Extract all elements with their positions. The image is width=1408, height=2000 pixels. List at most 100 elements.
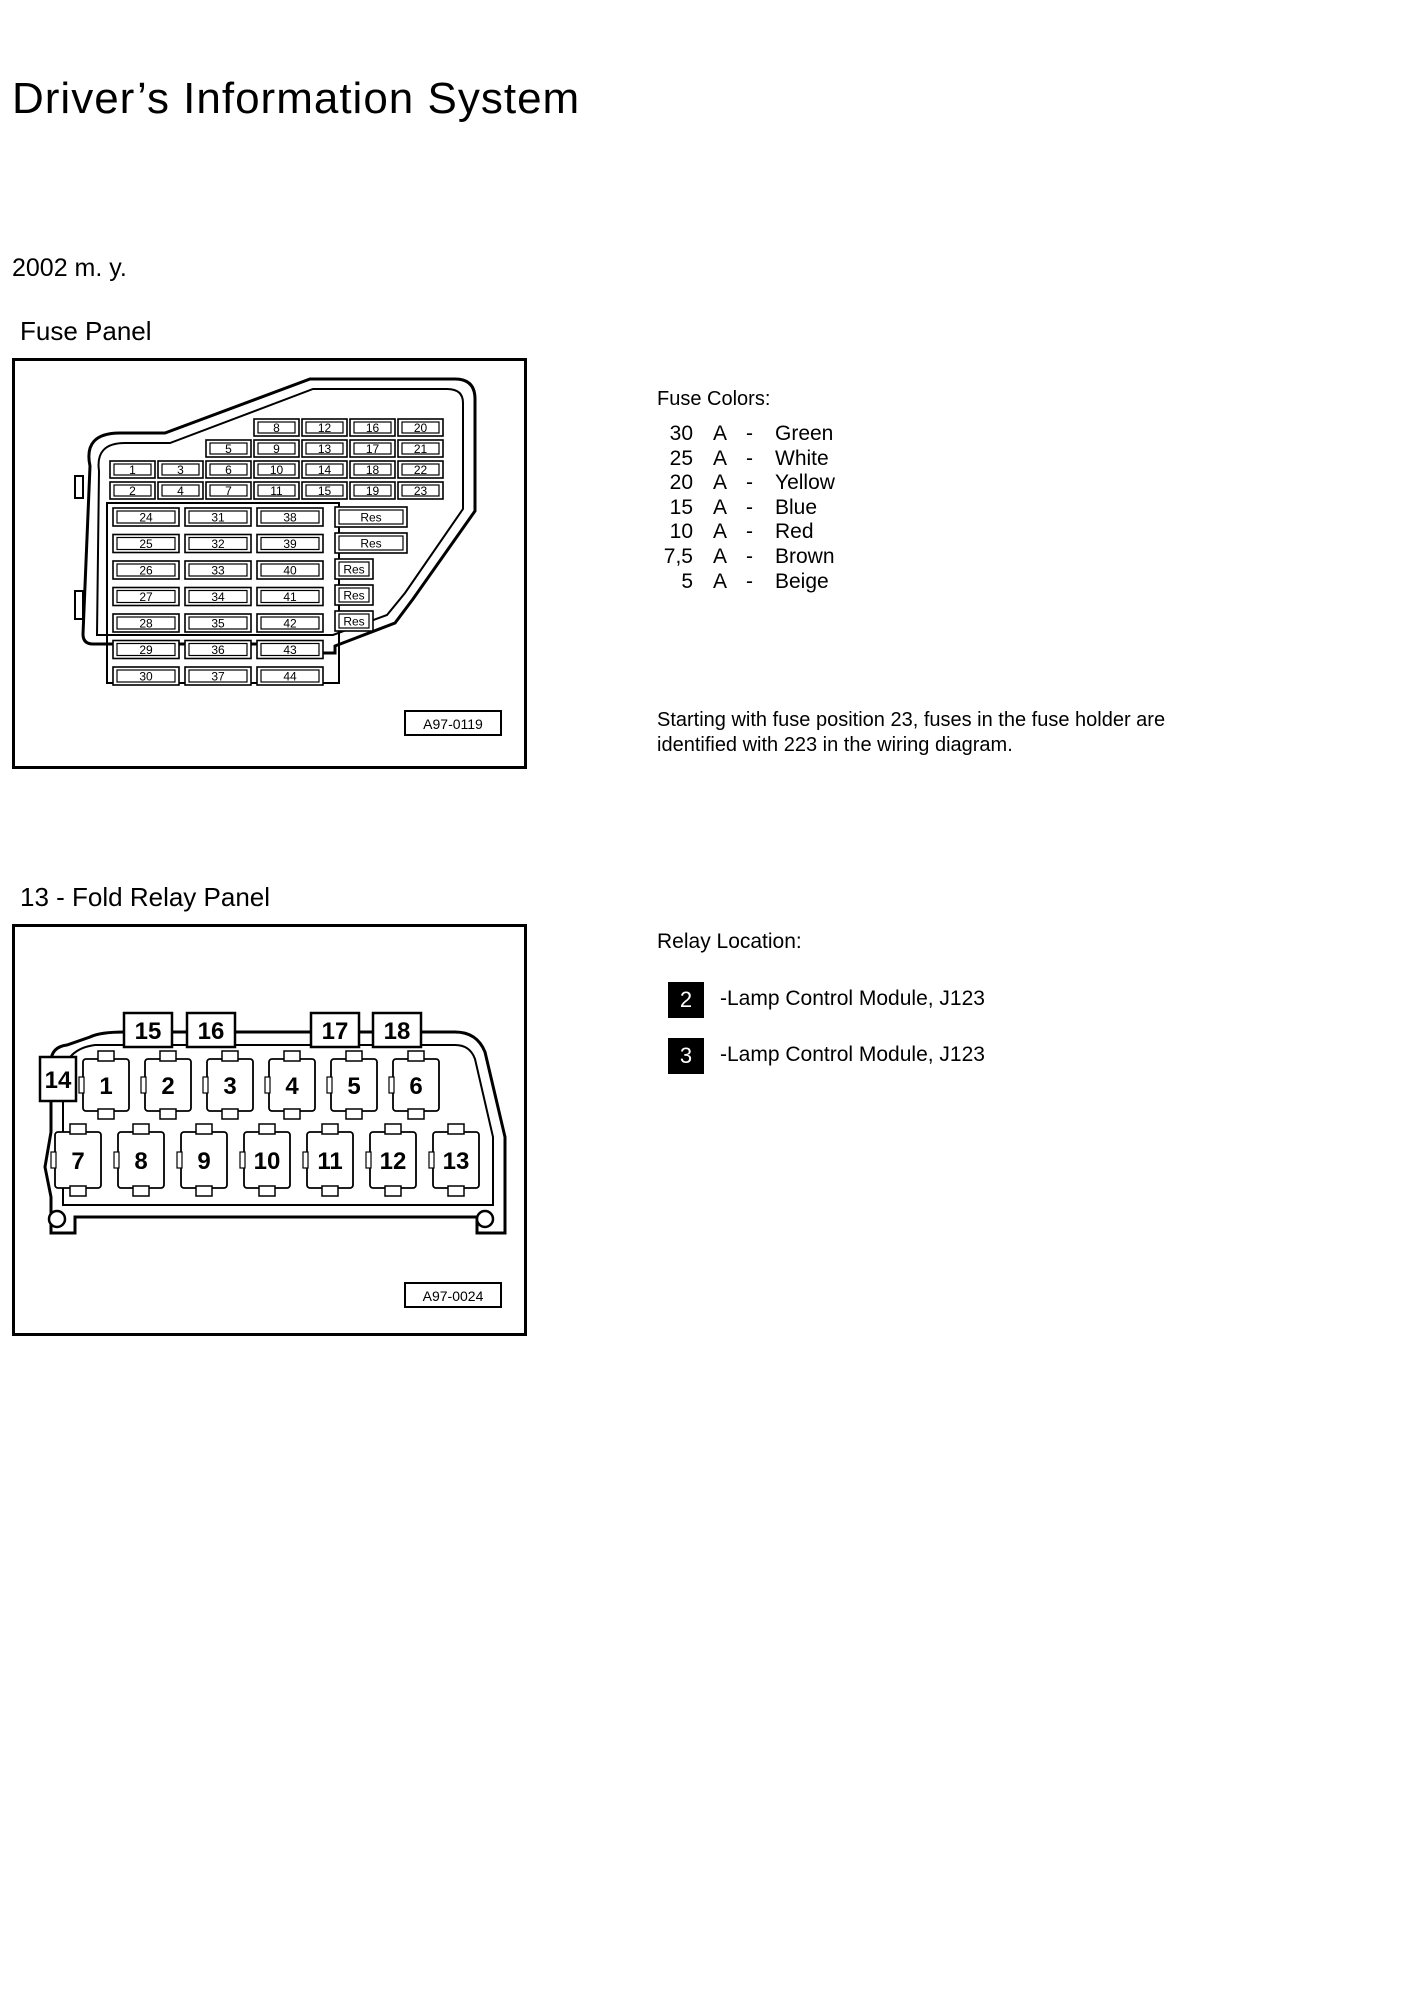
fuse-4: 4 — [157, 481, 204, 500]
fuse-37-label: 37 — [211, 670, 225, 684]
fuse-6-label: 6 — [225, 463, 232, 477]
fuse-8-label: 8 — [273, 421, 280, 435]
fuse-3: 3 — [157, 460, 204, 479]
fuse-34: 34 — [184, 586, 252, 607]
relay-tab-17-label: 17 — [322, 1018, 349, 1045]
fuse-12: 12 — [301, 418, 348, 437]
fuse-25-label: 25 — [139, 537, 153, 551]
fuse-note: Starting with fuse position 23, fuses in… — [657, 709, 1166, 756]
fuse-13-label: 13 — [318, 442, 332, 456]
fuse-33-label: 33 — [211, 564, 225, 578]
fuse-unit: A — [713, 422, 728, 445]
fuse-30: 30 — [112, 666, 180, 686]
fuse-reserve-slot-label: Res — [360, 511, 381, 525]
fuse-22-label: 22 — [414, 463, 428, 477]
fuse-dash: - — [746, 569, 753, 593]
fuse-dash: - — [746, 446, 753, 470]
fuse-16-label: 16 — [366, 421, 380, 435]
fuse-7: 7 — [205, 481, 252, 500]
relay-position-badge: 3 — [668, 1038, 704, 1074]
relay-slot-12: 12 — [365, 1123, 417, 1197]
relay-slot-6: 6 — [388, 1050, 440, 1120]
fuse-reserve-slot: Res — [334, 506, 408, 528]
fuse-44: 44 — [256, 666, 324, 686]
fuse-dash: - — [746, 422, 753, 445]
relay-tab-14: 14 — [38, 1055, 78, 1103]
fuse-dash: - — [746, 520, 753, 544]
fuse-30-label: 30 — [139, 670, 153, 684]
fuse-rating: 7,5 — [663, 545, 693, 568]
fuse-21: 21 — [397, 439, 444, 458]
fuse-10-label: 10 — [270, 463, 284, 477]
fuse-reserve-slot-label: Res — [360, 537, 381, 551]
relay-tab-16: 16 — [185, 1011, 237, 1049]
fuse-unit: A — [713, 520, 728, 544]
fuse-39-label: 39 — [283, 537, 297, 551]
relay-slot-5: 5 — [326, 1050, 378, 1120]
fuse-15-label: 15 — [318, 484, 332, 498]
fuse-36: 36 — [184, 639, 252, 660]
fuse-rating: 25 — [669, 446, 693, 470]
fuse-rating: 10 — [669, 520, 693, 544]
fuse-4-label: 4 — [177, 484, 184, 498]
fuse-42: 42 — [256, 613, 324, 633]
relay-slot-9-label: 9 — [197, 1148, 210, 1175]
fuse-dash: - — [746, 495, 753, 519]
relay-tab-16-label: 16 — [198, 1018, 225, 1045]
fuse-11-label: 11 — [270, 484, 283, 498]
fuse-29-label: 29 — [139, 643, 153, 657]
fuse-color-row: 10 A-Red — [657, 520, 957, 544]
fuse-33: 33 — [184, 560, 252, 580]
fuse-color-name: Red — [775, 520, 814, 544]
fuse-2-label: 2 — [129, 484, 136, 498]
fuse-panel-heading: Fuse Panel — [20, 316, 152, 346]
fuse-reserve-slot: Res — [334, 610, 374, 632]
fuse-9-label: 9 — [273, 442, 280, 456]
fuse-rating: 30 — [669, 422, 693, 445]
relay-tab-18: 18 — [371, 1011, 423, 1049]
relay-slot-7: 7 — [50, 1123, 102, 1197]
fuse-color-name: Yellow — [775, 471, 835, 495]
fuse-5: 5 — [205, 439, 252, 458]
fuse-14: 14 — [301, 460, 348, 479]
relay-slot-3: 3 — [202, 1050, 254, 1120]
relay-tab-15-label: 15 — [135, 1018, 162, 1045]
fuse-rating: 20 — [669, 471, 693, 495]
relay-slot-8: 8 — [113, 1123, 165, 1197]
fuse-29: 29 — [112, 639, 180, 660]
fuse-reserve-slot: Res — [334, 532, 408, 554]
fuse-32-label: 32 — [211, 537, 225, 551]
relay-slot-11: 11 — [302, 1123, 354, 1197]
relay-position-badge: 2 — [668, 982, 704, 1018]
fuse-36-label: 36 — [211, 643, 225, 657]
fuse-21-label: 21 — [414, 442, 428, 456]
fuse-10: 10 — [253, 460, 300, 479]
fuse-28-label: 28 — [139, 617, 153, 631]
relay-slot-4: 4 — [264, 1050, 316, 1120]
fuse-7-label: 7 — [225, 484, 232, 498]
fuse-27: 27 — [112, 586, 180, 607]
relay-slot-7-label: 7 — [71, 1148, 84, 1175]
fuse-26: 26 — [112, 560, 180, 580]
fuse-9: 9 — [253, 439, 300, 458]
fuse-reserve-slot-label: Res — [343, 615, 364, 629]
fuse-12-label: 12 — [318, 421, 332, 435]
relay-slot-2: 2 — [140, 1050, 192, 1120]
fuse-2: 2 — [109, 481, 156, 500]
fuse-31: 31 — [184, 507, 252, 527]
fuse-reserve-slot: Res — [334, 584, 374, 606]
fuse-23: 23 — [397, 481, 444, 500]
fuse-43-label: 43 — [283, 643, 297, 657]
fuse-color-name: Brown — [775, 545, 835, 568]
relay-slot-6-label: 6 — [409, 1073, 422, 1100]
relay-panel-heading: 13 - Fold Relay Panel — [20, 882, 271, 912]
